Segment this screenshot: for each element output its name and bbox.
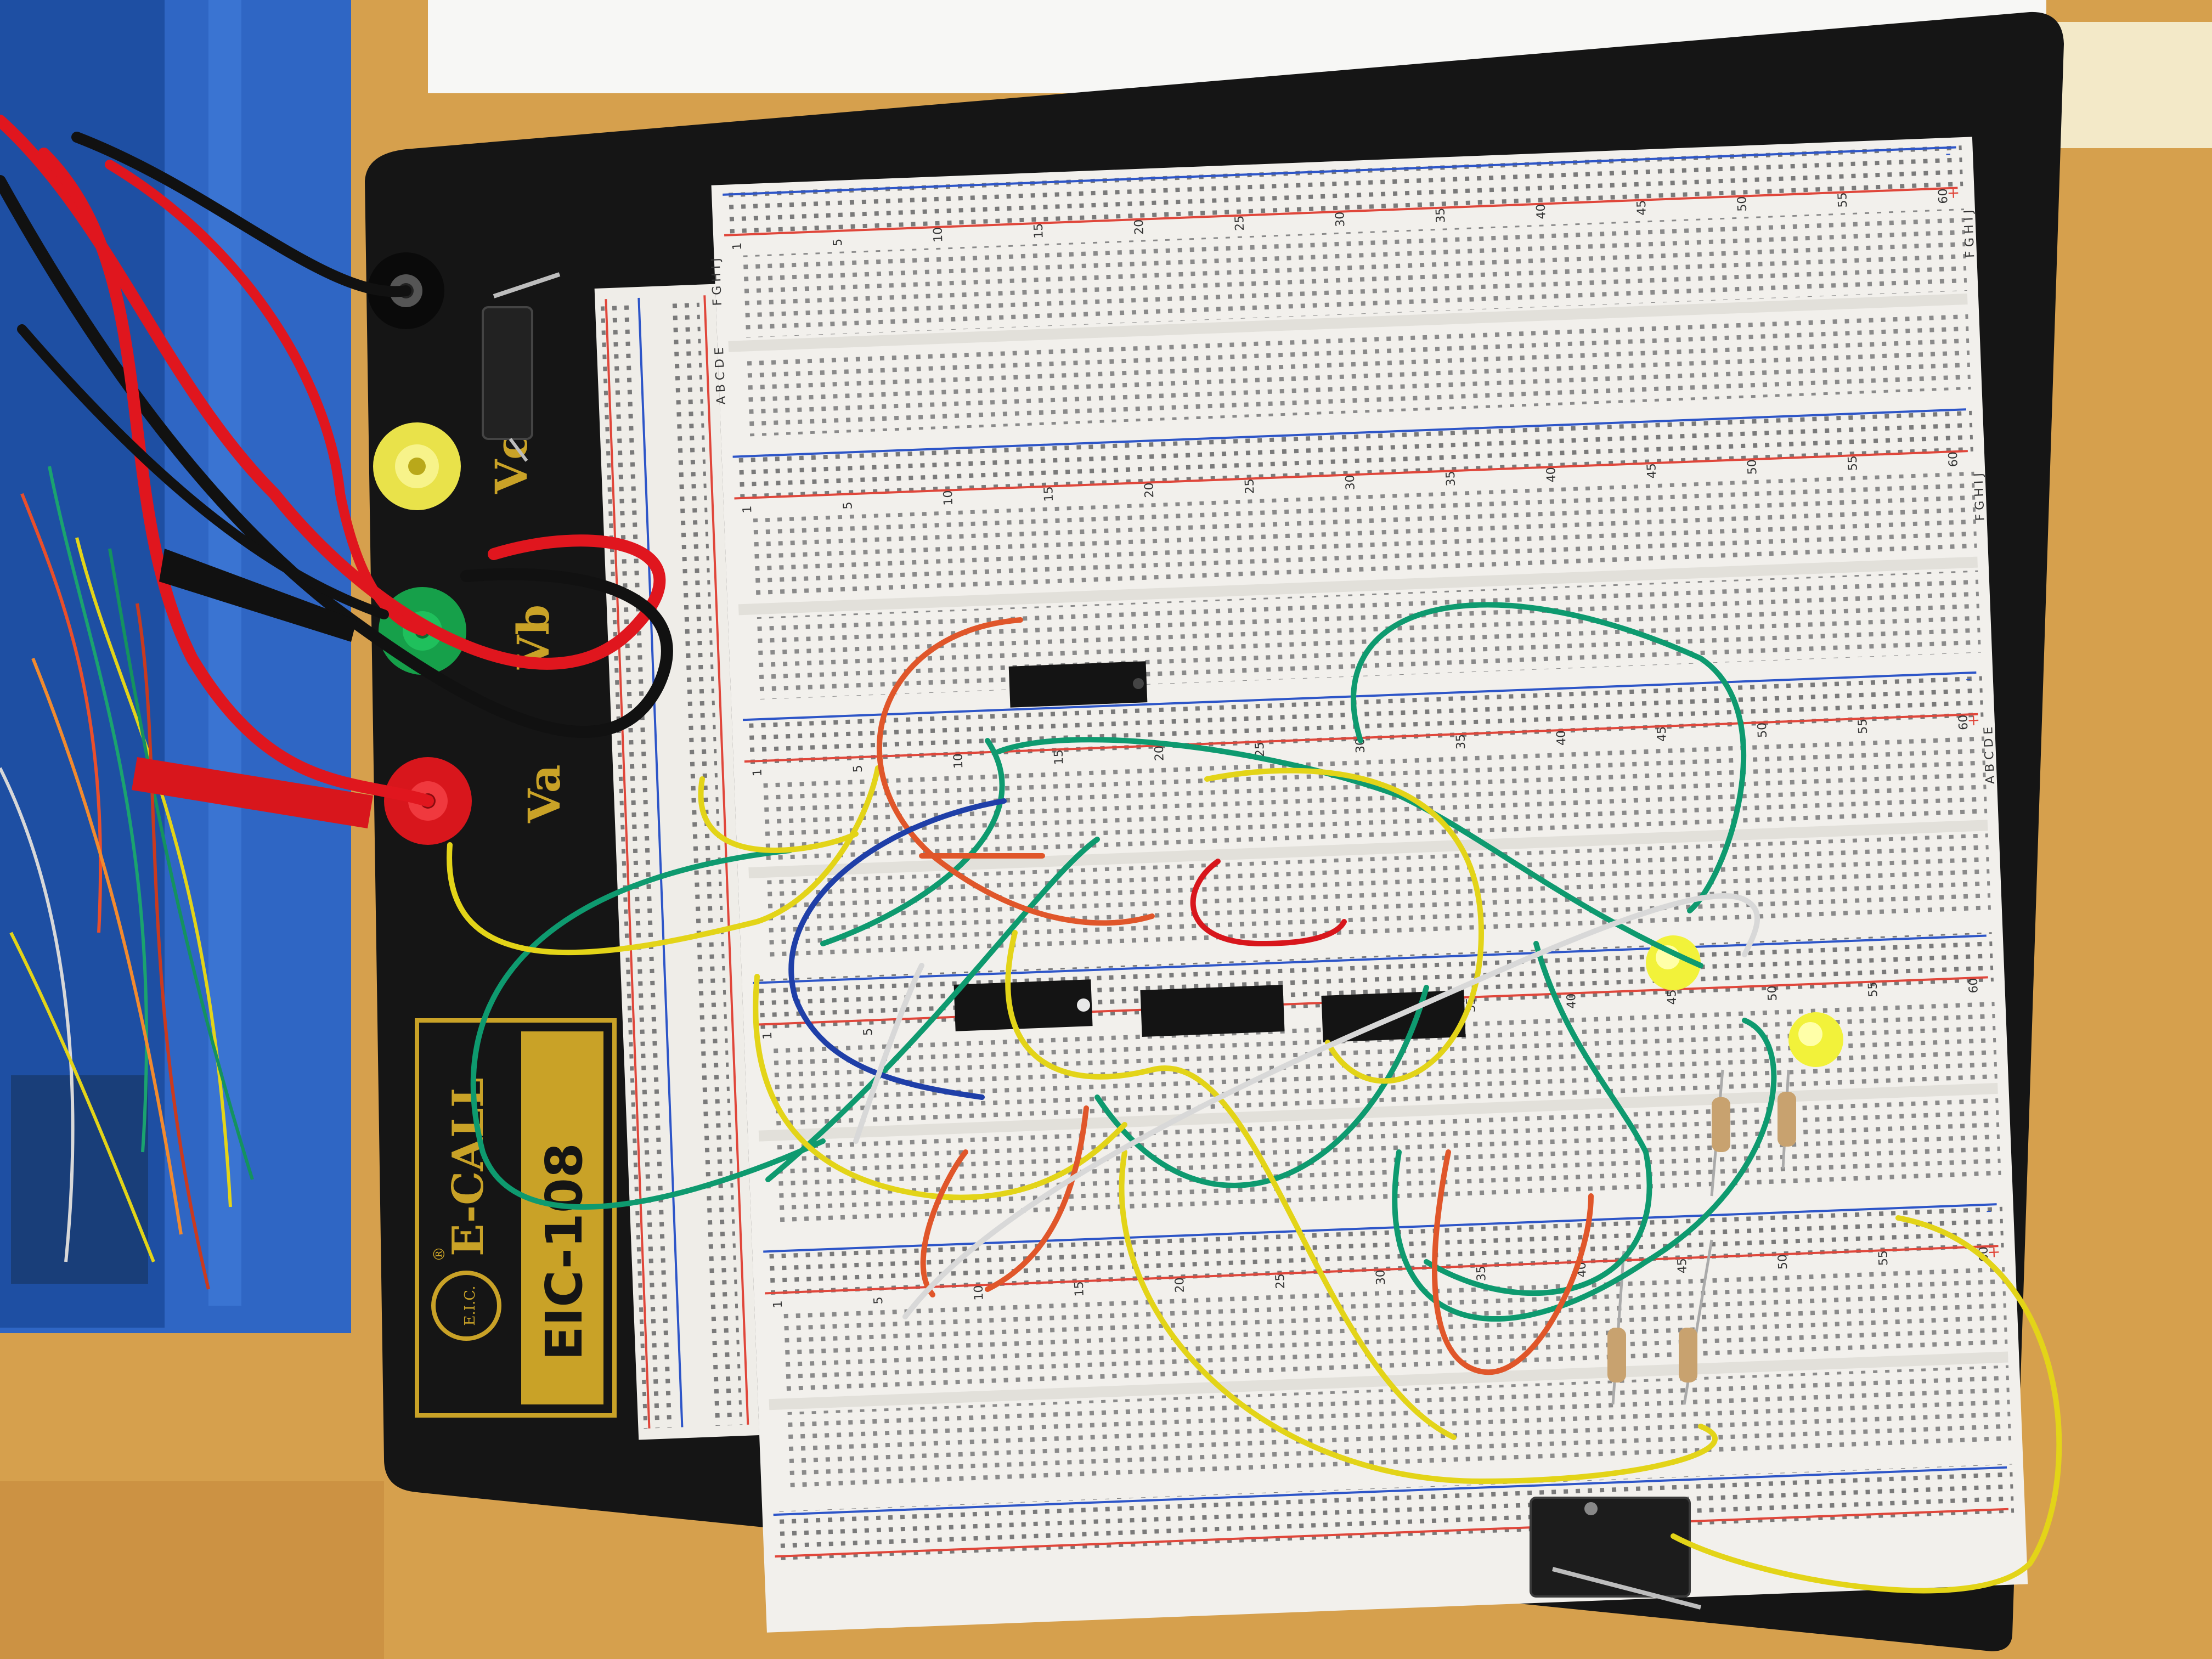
column-number: 15 <box>1073 1281 1087 1297</box>
row-letters-top: F G H I J <box>709 258 725 306</box>
column-number: 60 <box>1956 714 1971 730</box>
column-number: 45 <box>1655 726 1669 742</box>
resistor-1 <box>1710 1069 1730 1197</box>
ic-2 <box>953 979 1093 1031</box>
column-number: 60 <box>1946 452 1961 467</box>
rail-plus-mark: + <box>1967 711 1980 730</box>
column-number: 25 <box>1233 215 1247 231</box>
column-number: 30 <box>1333 211 1347 227</box>
resistor-2 <box>1778 1069 1796 1169</box>
column-number: 1 <box>761 1031 775 1040</box>
column-number: 5 <box>861 1028 876 1036</box>
column-number: 35 <box>1444 471 1458 487</box>
column-number: 1 <box>741 505 755 514</box>
rail-plus-mark: + <box>1987 1243 2001 1261</box>
column-number: 15 <box>1042 486 1056 502</box>
column-number: 45 <box>1635 200 1649 216</box>
brand-mark: E.I.C. <box>462 1285 478 1325</box>
rail-minus-mark: - <box>1965 669 1971 687</box>
column-number: 40 <box>1544 467 1559 483</box>
column-number: 55 <box>1876 1250 1891 1266</box>
rail-minus-mark: - <box>1985 1201 1991 1220</box>
column-number: 55 <box>1856 718 1870 734</box>
column-number: 55 <box>1836 192 1850 208</box>
column-number: 5 <box>841 501 855 510</box>
column-number: 10 <box>951 753 966 769</box>
column-number: 30 <box>1344 475 1358 490</box>
column-number: 50 <box>1776 1254 1790 1270</box>
terminal-label-va: Va <box>518 764 570 823</box>
row-letters-bottom: A B C D E <box>713 347 729 405</box>
column-number: 45 <box>1645 463 1659 479</box>
row-letters-bottom-right: A B C D E <box>1982 726 1997 784</box>
column-number: 40 <box>1565 993 1579 1009</box>
column-number: 45 <box>1675 1258 1690 1274</box>
column-number: 20 <box>1173 1277 1187 1293</box>
jumper-wires <box>447 602 2062 1594</box>
column-number: 50 <box>1756 722 1770 738</box>
ic-3 <box>1140 985 1285 1037</box>
model-number: EIC-108 <box>535 1143 594 1361</box>
alligator-clip-red <box>132 757 373 828</box>
column-number: 50 <box>1765 985 1780 1001</box>
column-number: 20 <box>1132 219 1147 235</box>
brand-name: E-CALL <box>443 1077 493 1256</box>
column-number: 20 <box>1142 482 1156 498</box>
column-number: 35 <box>1475 1266 1489 1282</box>
column-number: 40 <box>1555 730 1569 746</box>
column-number: 60 <box>1936 188 1950 204</box>
column-number: 60 <box>1967 978 1981 994</box>
ic-1 <box>1008 661 1148 708</box>
column-number: 1 <box>731 242 745 250</box>
column-number: 15 <box>1032 223 1046 239</box>
column-number: 25 <box>1243 478 1257 494</box>
alligator-clip-black <box>159 549 357 642</box>
column-number: 30 <box>1374 1269 1388 1285</box>
power-cables <box>0 115 673 807</box>
column-number: 5 <box>851 765 866 773</box>
column-number: 35 <box>1434 207 1448 223</box>
column-number: 55 <box>1846 455 1860 471</box>
column-number: 10 <box>931 227 945 242</box>
rail-plus-mark: + <box>1946 183 1960 202</box>
column-number: 20 <box>1153 746 1167 761</box>
brand-plate: E.I.C. E-CALL ® EIC-108 <box>415 1018 617 1418</box>
row-letters-top-right-2: F G H I J <box>1972 473 1987 521</box>
column-number: 45 <box>1665 989 1679 1005</box>
micro-switch-2[interactable] <box>1530 1497 1702 1610</box>
column-number: 10 <box>972 1285 986 1301</box>
column-number: 1 <box>771 1300 786 1308</box>
rail-minus-mark: - <box>1945 144 1951 162</box>
column-number: 15 <box>1052 749 1066 765</box>
micro-switch-1[interactable] <box>482 272 561 462</box>
column-number: 1 <box>751 769 765 777</box>
column-number: 5 <box>831 238 845 246</box>
column-number: 5 <box>872 1296 886 1305</box>
parts-bin <box>0 0 351 1333</box>
terminal-label-vc: Vc <box>486 433 537 494</box>
column-number: 50 <box>1745 459 1759 475</box>
column-number: 10 <box>941 490 956 506</box>
led-2 <box>1788 1012 1843 1067</box>
resistor-4 <box>1679 1239 1713 1405</box>
column-number: 40 <box>1534 204 1549 219</box>
column-number: 35 <box>1454 734 1468 750</box>
registered-mark: ® <box>430 1246 448 1262</box>
column-number: 50 <box>1735 196 1750 212</box>
column-number: 25 <box>1273 1273 1288 1289</box>
column-number: 55 <box>1866 981 1881 997</box>
binding-post-yellow[interactable] <box>373 422 461 510</box>
row-letters-top-right: F G H I J <box>1962 210 1977 258</box>
